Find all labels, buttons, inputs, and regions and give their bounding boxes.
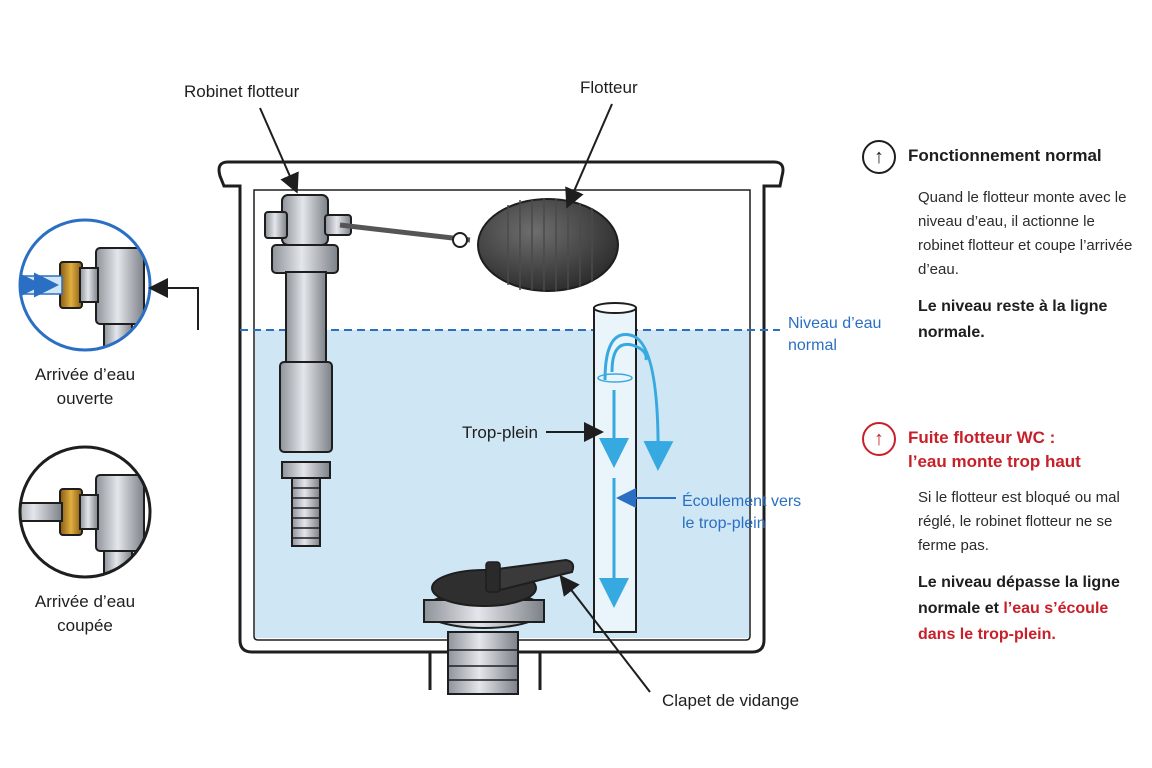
label-ecoulement: Écoulement vers le trop-plein [682,491,801,535]
leader-lines [148,103,651,693]
label-ecoulement-line1: Écoulement vers [682,493,802,510]
flush-valve [423,558,575,695]
inlet-closed-detail [18,445,152,579]
overflow-flow-arrows [599,333,674,608]
label-trop-plein: Trop-plein [462,423,538,442]
panel-fuite-header: ↑ Fuite flotteur WC : l’eau monte trop h… [862,422,1142,474]
label-ecoulement-line2: le trop-plein [682,515,766,532]
label-niveau-eau: Niveau d’eau normal [788,313,881,357]
arrow-up-icon: ↑ [862,140,896,174]
panel-fuite-emphasis-dark: Le niveau dépasse la ligne normale et [918,574,1120,617]
label-arrivee-ouverte-line1: Arrivée d’eau [34,365,136,384]
panel-fuite-emphasis: Le niveau dépasse la ligne normale et l’… [918,570,1142,648]
panel-normal-title: Fonctionnement normal [908,146,1102,165]
panel-normal-emphasis: Le niveau reste à la ligne normale. [918,298,1108,341]
label-robinet-flotteur: Robinet flotteur [184,82,300,101]
label-flotteur: Flotteur [580,78,638,97]
label-arrivee-coupee: Arrivée d’eau coupée [20,590,150,638]
panel-fuite-title-line2: l’eau monte trop haut [908,452,1081,471]
panel-fuite-body: Si le flotteur est bloqué ou mal réglé, … [918,489,1120,554]
panel-fuite-title: Fuite flotteur WC : l’eau monte trop hau… [908,422,1081,474]
fill-valve [264,194,352,547]
float-assembly [339,198,619,292]
robinet-leader [259,107,299,194]
flotteur-leader [565,103,613,209]
panel-fuite-emphasis-red: l’eau s’écoule dans le trop-plein. [918,600,1109,643]
label-arrivee-coupee-line2: coupée [57,616,113,635]
panel-fuite: ↑ Fuite flotteur WC : l’eau monte trop h… [862,422,1142,648]
panel-fuite-title-line1: Fuite flotteur WC : [908,428,1056,447]
panel-normal-header: ↑ Fonctionnement normal [862,140,1142,174]
label-arrivee-ouverte: Arrivée d’eau ouverte [20,363,150,411]
label-clapet: Clapet de vidange [662,691,800,710]
label-niveau-line2: normal [788,337,837,354]
label-niveau-line1: Niveau d’eau [788,315,882,332]
arrow-up-icon: ↑ [862,422,896,456]
panel-normal-body: Quand le flotteur monte avec le niveau d… [918,189,1133,278]
inlet-open-detail [18,218,152,352]
label-arrivee-ouverte-line2: ouverte [56,389,114,408]
panel-normal: ↑ Fonctionnement normal Quand le flotteu… [862,140,1142,346]
label-arrivee-coupee-line1: Arrivée d’eau [34,592,136,611]
clapet-leader [559,574,651,693]
float-ball [477,198,619,292]
inlet-detail-leader [148,278,199,330]
